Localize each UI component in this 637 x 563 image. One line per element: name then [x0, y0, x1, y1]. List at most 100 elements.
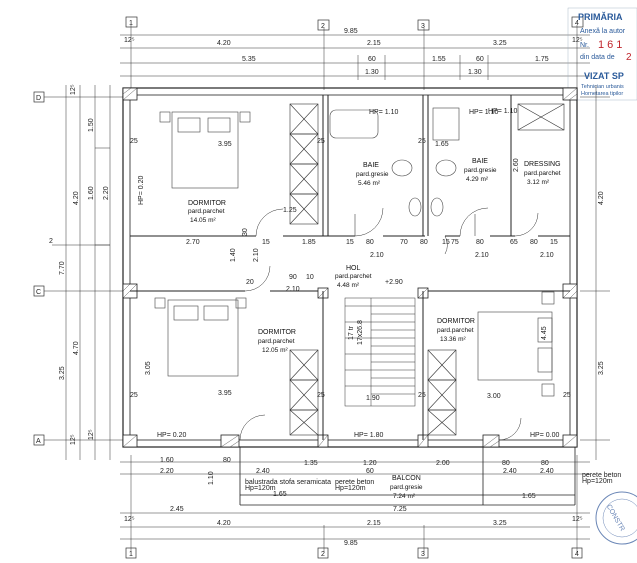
axis-label-1-bottom: 1	[129, 551, 133, 558]
dim-bot-240a: 2.40	[256, 468, 270, 475]
dim-corr-75: 75	[451, 239, 459, 246]
dim-bot-edge-right: 12⁵	[572, 516, 583, 523]
door-swings	[239, 207, 539, 441]
rail-left-hp: Hp=120m	[245, 485, 276, 492]
round-stamp: CONSTR	[595, 491, 637, 545]
dim-top-r2-a: 5.35	[242, 56, 256, 63]
bathroom-fixtures	[329, 107, 476, 236]
dim-left-150: 1.50	[88, 118, 95, 132]
room-hall: HOL pard.parchet 4.48 m²	[335, 265, 372, 289]
room-floor: pard.parchet	[335, 273, 372, 280]
dim-corr-65: 65	[510, 239, 518, 246]
room-floor: pard.gresie	[464, 167, 497, 174]
room-bedroom-2: DORMITOR pard.parchet 12.05 m²	[258, 329, 296, 354]
stamp-nr-label: Nr.	[580, 42, 589, 49]
room-dressing: DRESSING pard.parchet 3.12 m²	[524, 161, 561, 186]
dim-misc-15d: 15	[550, 239, 558, 246]
dim-top-edge-left: 12⁵	[124, 37, 135, 44]
dimension-lines-left	[44, 85, 125, 460]
level-mark: +2.90	[385, 279, 403, 286]
room-floor: pard.parchet	[188, 208, 225, 215]
room-bedroom-3: DORMITOR pard.parchet 13.36 m²	[437, 318, 475, 343]
room-area: 7.24 m²	[393, 493, 416, 500]
axis-label-4-bottom: 4	[575, 551, 579, 558]
dim-corr-80a: 80	[366, 239, 374, 246]
dim-bot-200: 2.00	[436, 460, 450, 467]
perete-right-hp: Hp=120m	[582, 478, 613, 485]
room-floor: pard.parchet	[524, 170, 561, 177]
perete-right: perete beton	[582, 472, 621, 479]
round-stamp-text: CONSTR	[605, 503, 626, 532]
dim-corr-80d: 80	[530, 239, 538, 246]
axis-label-3-bottom: 3	[421, 551, 425, 558]
dim-door-210b: 2.10	[475, 252, 489, 259]
hp-south-left: HP= 0.20	[157, 432, 186, 439]
dim-left-160: 1.60	[88, 186, 95, 200]
dim-bot-245: 2.45	[170, 506, 184, 513]
room-name: BALCON	[392, 475, 421, 482]
dim-bot-240c: 2.40	[540, 468, 554, 475]
outer-walls	[122, 87, 578, 448]
dim-top-r3-b: 1.30	[468, 69, 482, 76]
dim-door-210a: 2.10	[370, 252, 384, 259]
dim-door-210d: 2.10	[286, 286, 300, 293]
dim-top-r3-a: 1.30	[365, 69, 379, 76]
dim-left-edge1: 12⁵	[70, 84, 77, 95]
stamp-date-label: din data de	[580, 54, 615, 61]
dim-balc-110: 1.10	[208, 471, 215, 485]
room-bath-1: BAIE pard.gresie 5.46 m²	[356, 162, 389, 187]
dim-left-220: 2.20	[103, 186, 110, 200]
dim-corr-270: 2.70	[186, 239, 200, 246]
dim-bed2-width: 3.95	[218, 390, 232, 397]
hp-south-mid: HP= 1.80	[354, 432, 383, 439]
hp-south-right: HP= 0.00	[530, 432, 559, 439]
dim-misc-210: 2.10	[253, 248, 260, 262]
dim-bot-135: 1.35	[304, 460, 318, 467]
staircase	[344, 297, 416, 407]
bed-2	[154, 297, 247, 377]
axis-label-1: 1	[129, 20, 133, 27]
room-area: 4.48 m²	[337, 282, 360, 289]
axis-label-C: C	[36, 289, 41, 296]
dim-left-hp: HP= 0.20	[138, 176, 145, 205]
wardrobes	[289, 103, 565, 436]
dim-misc-25c: 25	[130, 392, 138, 399]
dim-misc-140: 1.40	[230, 248, 237, 262]
dim-right-420: 4.20	[598, 191, 605, 205]
room-bath-2: BAIE pard.gresie 4.29 m²	[464, 158, 497, 183]
axis-label-2: 2	[321, 23, 325, 30]
dim-top-r1-c: 3.25	[493, 40, 507, 47]
dim-bot-160: 1.60	[160, 457, 174, 464]
dim-misc-25g: 25	[130, 138, 138, 145]
dim-bot-80a: 80	[223, 457, 231, 464]
dimension-lines-bottom	[120, 455, 590, 552]
dim-left-470: 4.70	[73, 341, 80, 355]
stair-count: 17 tr	[348, 325, 355, 340]
balcony-outline	[239, 447, 576, 506]
interior-walls	[130, 95, 570, 440]
dim-right-325: 3.25	[598, 361, 605, 375]
stamp-tech2: Hornetarea tipilor	[581, 91, 623, 97]
stamp-vizat: VIZAT SP	[584, 71, 624, 81]
stamp-date-value: 2	[626, 52, 632, 63]
dim-top-r2-b: 60	[368, 56, 376, 63]
dim-dressing-hp: HP= 1.10	[488, 108, 517, 115]
dim-left-edge3: 12⁵	[88, 429, 95, 440]
dim-top-r2-e: 1.75	[535, 56, 549, 63]
stair-size: 17x26.8	[357, 320, 364, 345]
room-area: 13.36 m²	[440, 336, 466, 343]
axis-label-4: 4	[575, 20, 579, 27]
room-area: 5.46 m²	[358, 180, 381, 187]
dim-bot-725: 7.25	[393, 506, 407, 513]
room-name: HOL	[346, 265, 361, 272]
dim-top-r2-d: 60	[476, 56, 484, 63]
room-area: 4.29 m²	[466, 176, 489, 183]
room-floor: pard.gresie	[390, 484, 423, 491]
room-floor: pard.gresie	[356, 171, 389, 178]
room-name: DORMITOR	[188, 200, 226, 207]
bed-3	[477, 291, 555, 397]
dim-bot-215: 2.15	[367, 520, 381, 527]
room-area: 12.05 m²	[262, 347, 288, 354]
dim-bot-80c: 80	[541, 460, 549, 467]
dim-top-r1-a: 4.20	[217, 40, 231, 47]
